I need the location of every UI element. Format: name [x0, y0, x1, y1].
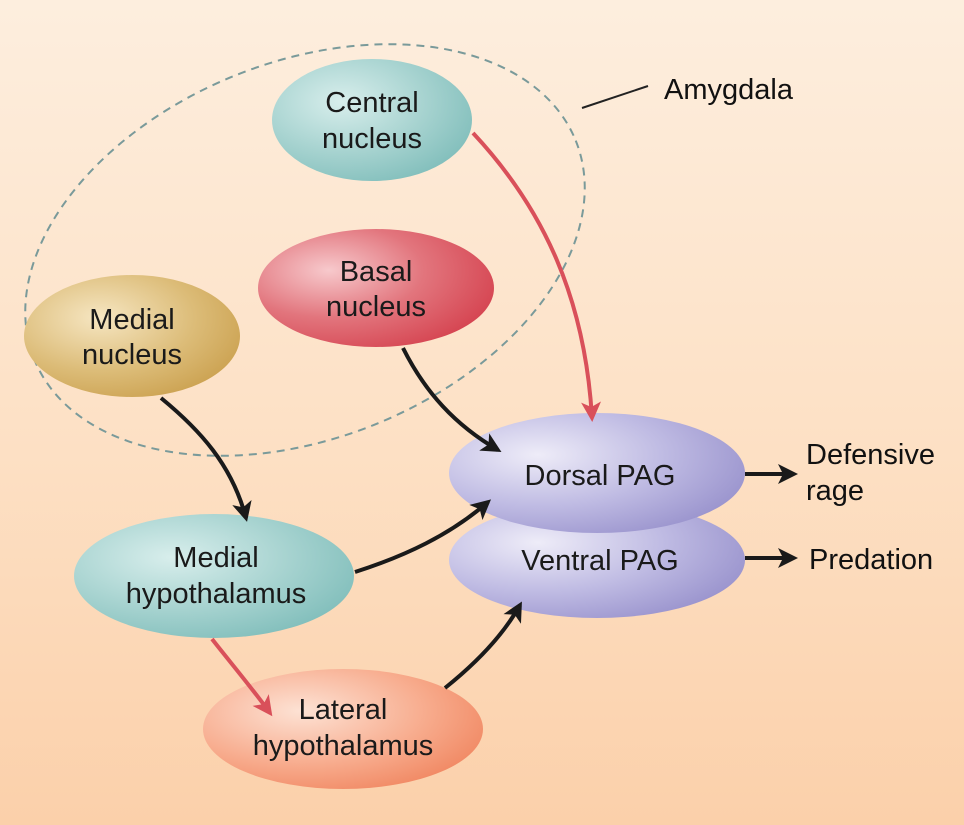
arrow-lateral-hypothalamus-to-ventral-pag: [443, 601, 522, 690]
medial-hypothalamus-line1: Medial: [173, 542, 258, 574]
medial-hypothalamus-node: Medial hypothalamus: [74, 514, 354, 638]
central-nucleus-node: Central nucleus: [272, 59, 472, 181]
ventral-pag-label: Ventral PAG: [521, 545, 678, 577]
lateral-hypothalamus-line1: Lateral: [299, 694, 388, 726]
central-nucleus-line2: nucleus: [322, 123, 422, 155]
basal-nucleus-node: Basal nucleus: [258, 229, 494, 347]
defensive-rage-line2: rage: [806, 475, 864, 507]
defensive-rage-line1: Defensive: [806, 439, 935, 471]
arrow-central-to-dorsal-pag: [471, 131, 602, 422]
medial-nucleus-line1: Medial: [89, 304, 174, 336]
central-nucleus-line1: Central: [325, 87, 419, 119]
arrow-medial-nucleus-to-medial-hypothalamus: [159, 396, 252, 522]
medial-hypothalamus-line2: hypothalamus: [126, 578, 307, 610]
basal-nucleus-line2: nucleus: [326, 291, 426, 323]
amygdala-label: Amygdala: [664, 74, 794, 106]
dorsal-pag-label: Dorsal PAG: [525, 460, 676, 492]
lateral-hypothalamus-line2: hypothalamus: [253, 730, 434, 762]
medial-nucleus-line2: nucleus: [82, 339, 182, 371]
arrow-medial-hypothalamus-to-lateral-hypothalamus: [210, 637, 273, 717]
medial-nucleus-node: Medial nucleus: [24, 275, 240, 397]
dorsal-pag-node: Dorsal PAG: [449, 413, 745, 533]
basal-nucleus-line1: Basal: [340, 256, 413, 288]
lateral-hypothalamus-node: Lateral hypothalamus: [203, 669, 483, 789]
predation-label: Predation: [809, 544, 933, 576]
arrow-basal-to-dorsal-pag: [401, 347, 502, 453]
amygdala-leader-line: [581, 85, 649, 109]
arrow-medial-hypothalamus-to-dorsal-pag: [354, 499, 492, 574]
ventral-pag-node: Ventral PAG: [449, 502, 745, 618]
